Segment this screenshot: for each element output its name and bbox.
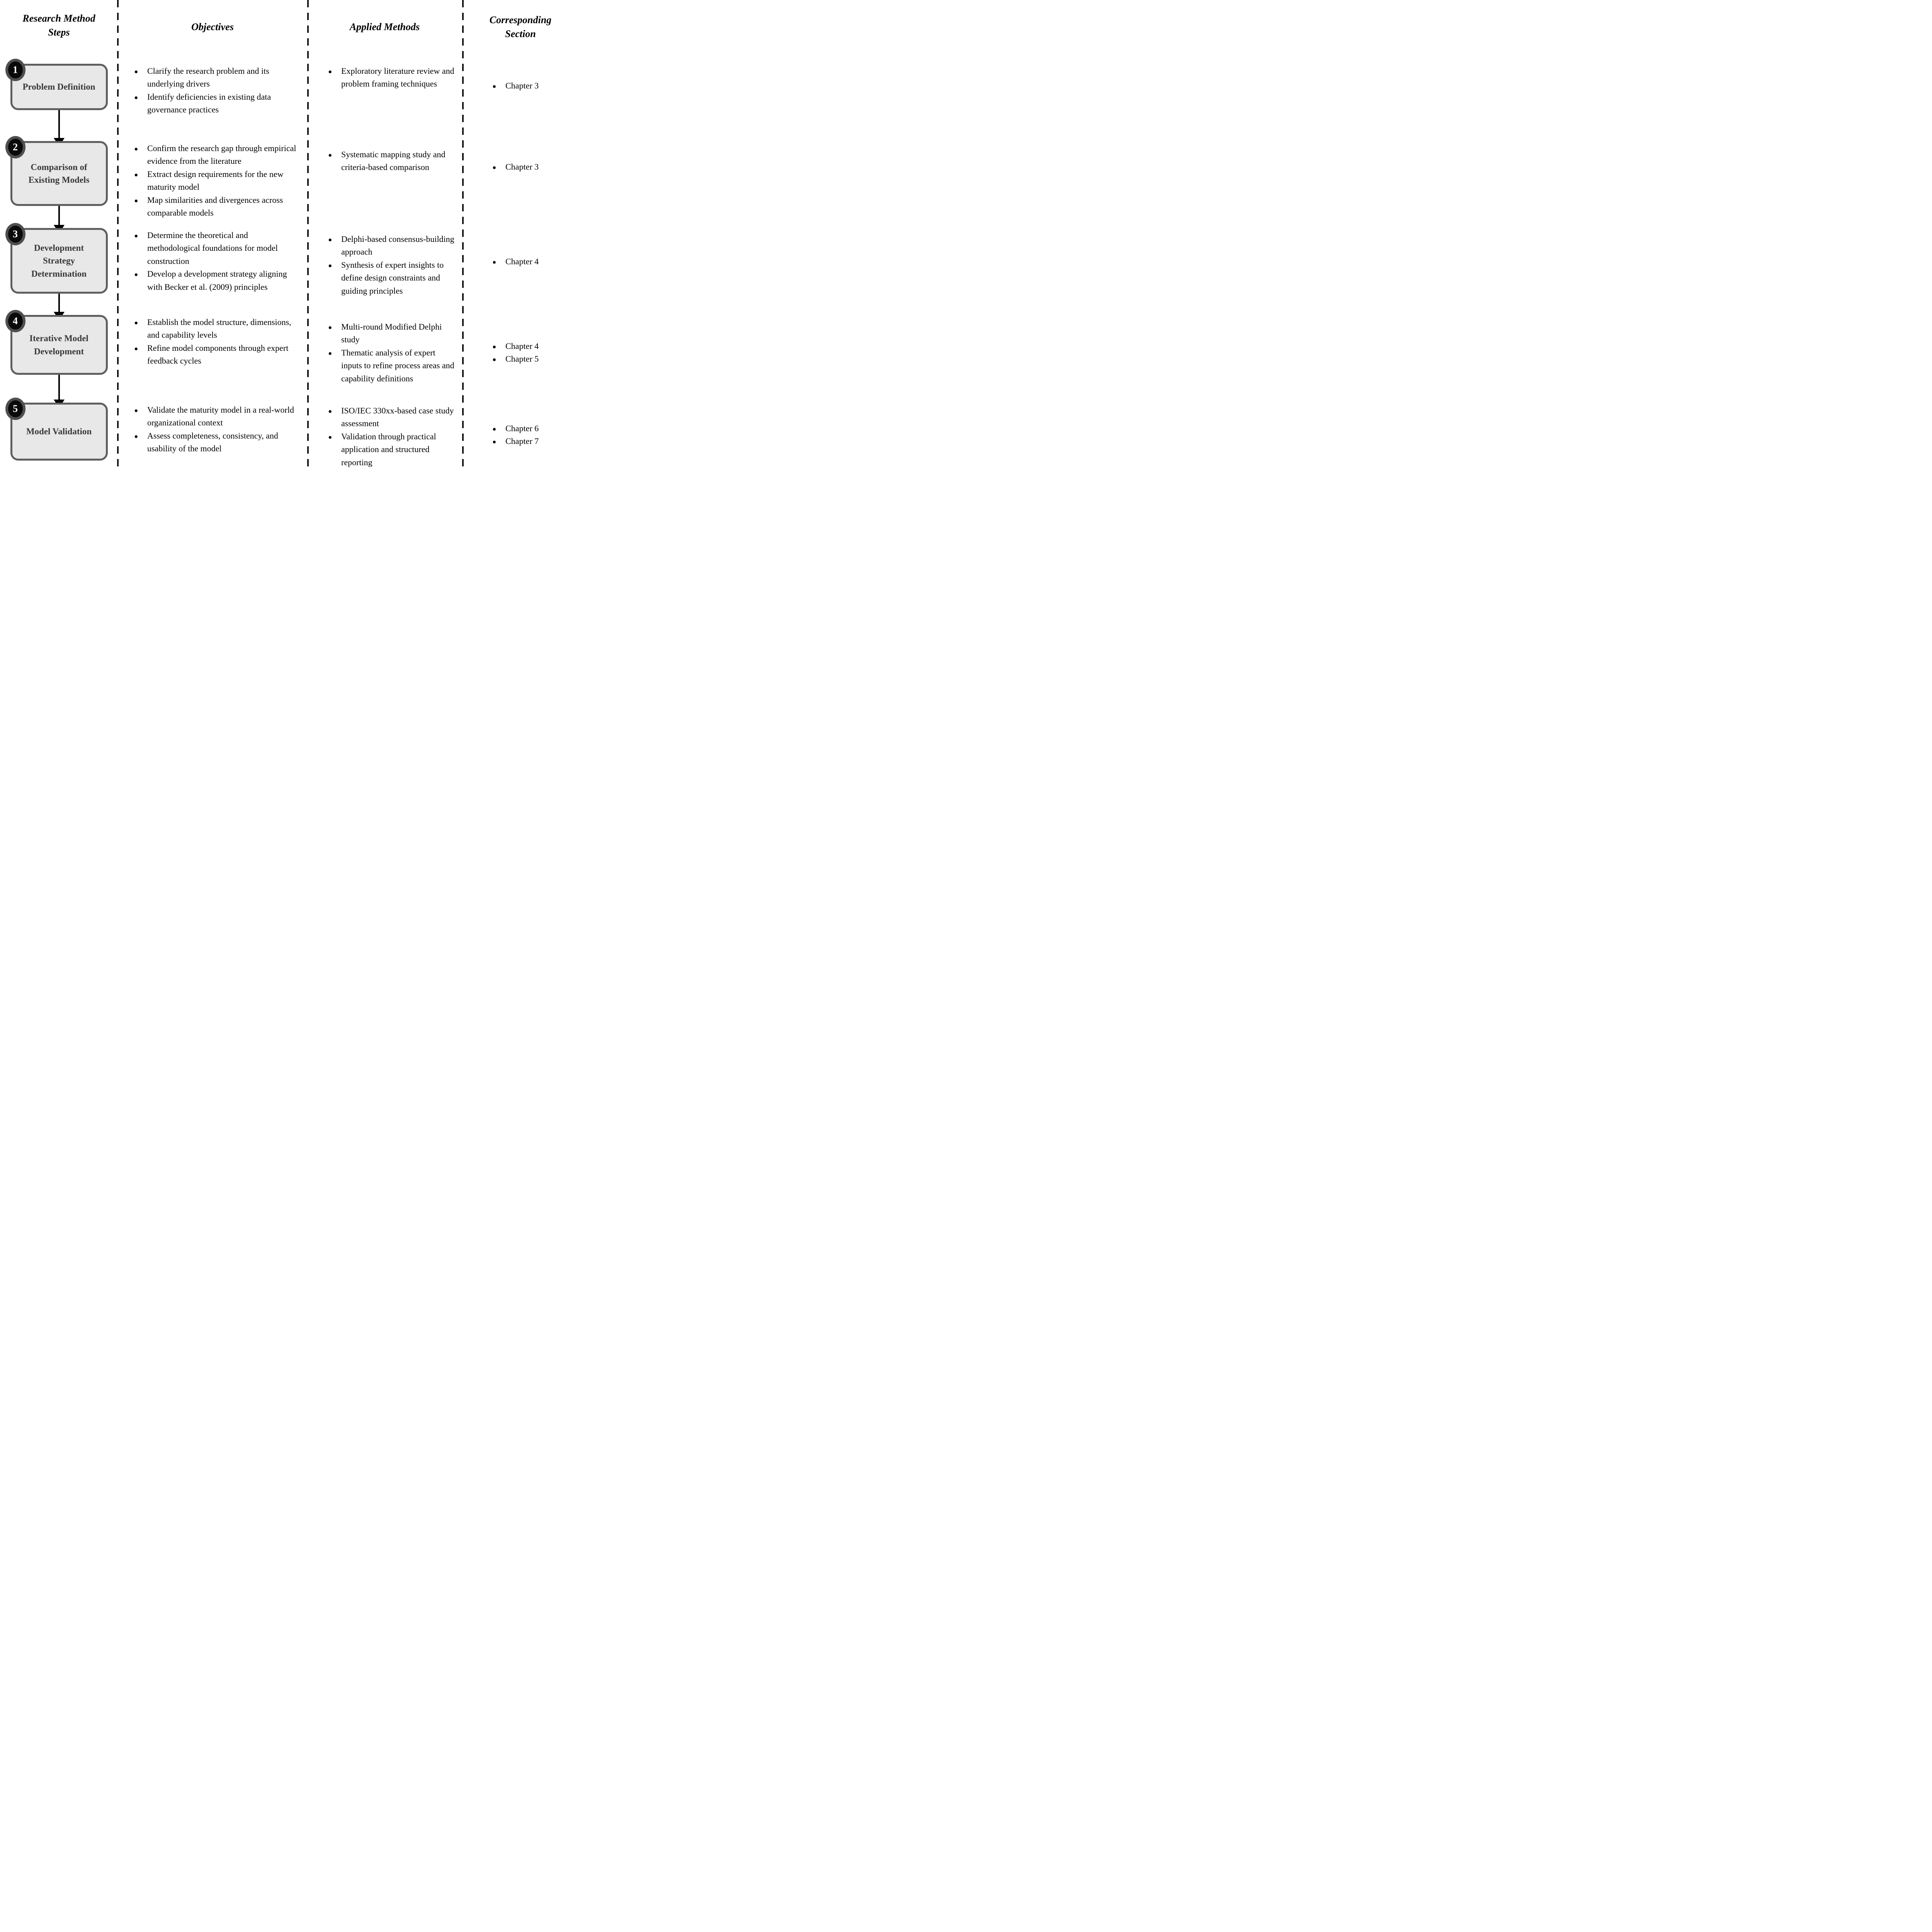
column-separator: [462, 0, 464, 468]
objectives-cell: Clarify the research problem and its und…: [118, 56, 307, 133]
flow-connector: [53, 110, 65, 146]
step-box-problem-definition: 1 Problem Definition: [5, 59, 108, 110]
methods-cell: Exploratory literature review and proble…: [307, 56, 462, 133]
sections-cell: Chapter 6Chapter 7: [462, 395, 579, 468]
objectives-cell: Confirm the research gap through empiric…: [118, 133, 307, 220]
method-item: Validation through practical application…: [327, 429, 455, 469]
header-objectives: Objectives: [191, 21, 234, 32]
methods-list: Systematic mapping study and criteria-ba…: [307, 133, 462, 174]
column-separator: [117, 0, 119, 468]
section-item: Chapter 3: [492, 78, 575, 96]
sections-cell: Chapter 3: [462, 133, 579, 220]
objective-item: Confirm the research gap through empiric…: [133, 141, 297, 168]
objective-item: Develop a development strategy aligning …: [133, 266, 297, 293]
objective-item: Assess completeness, consistency, and us…: [133, 428, 297, 455]
objectives-cell: Establish the model structure, dimension…: [118, 307, 307, 395]
objective-item: Identify deficiencies in existing data g…: [133, 89, 297, 116]
method-item: Multi-round Modified Delphi study: [327, 319, 455, 346]
flow-connector: [53, 294, 65, 320]
header-cell-steps: Research Method Steps: [0, 0, 118, 56]
method-item: Delphi-based consensus-building approach: [327, 231, 455, 259]
steps-cell: 1 Problem Definition: [0, 56, 118, 146]
objectives-list: Validate the maturity model in a real-wo…: [118, 395, 307, 455]
methods-list: Multi-round Modified Delphi studyThemati…: [307, 307, 462, 385]
step-number-badge: 5: [5, 398, 26, 420]
methods-cell: ISO/IEC 330xx-based case study assessmen…: [307, 395, 462, 468]
method-item: ISO/IEC 330xx-based case study assessmen…: [327, 403, 455, 430]
method-item: Systematic mapping study and criteria-ba…: [327, 147, 455, 174]
step-box-iterative-model-development: 4 Iterative Model Development: [5, 310, 108, 375]
objectives-list: Determine the theoretical and methodolog…: [118, 220, 307, 293]
sections-list: Chapter 4: [462, 220, 579, 272]
method-item: Synthesis of expert insights to define d…: [327, 257, 455, 297]
sections-list: Chapter 4Chapter 5: [462, 307, 579, 369]
objectives-list: Clarify the research problem and its und…: [118, 56, 307, 116]
header-cell-corresponding-section: Corresponding Section: [462, 0, 579, 56]
objective-item: Map similarities and divergences across …: [133, 192, 297, 219]
step-label: Iterative Model Development: [29, 333, 88, 356]
flow-connector: [53, 375, 65, 408]
objective-item: Extract design requirements for the new …: [133, 167, 297, 194]
methods-list: ISO/IEC 330xx-based case study assessmen…: [307, 395, 462, 469]
method-step-row-1: 1 Problem Definition Clarify the researc…: [0, 56, 579, 146]
step-box-development-strategy-determination: 3 Development Strategy Determination: [5, 223, 108, 294]
column-separator: [307, 0, 309, 468]
step-box-model-validation: 5 Model Validation: [5, 398, 108, 461]
sections-cell: Chapter 4Chapter 5: [462, 307, 579, 395]
step-number-badge: 4: [5, 310, 26, 332]
step-label: Development Strategy Determination: [31, 243, 87, 279]
method-step-row-3: 3 Development Strategy Determination Det…: [0, 220, 579, 320]
method-step-row-4: 4 Iterative Model Development Establish …: [0, 307, 579, 408]
steps-cell: 2 Comparison of Existing Models: [0, 133, 118, 233]
methods-cell: Delphi-based consensus-building approach…: [307, 220, 462, 307]
step-number-badge: 3: [5, 223, 26, 245]
objective-item: Refine model components through expert f…: [133, 340, 297, 367]
header-applied-methods: Applied Methods: [349, 21, 420, 32]
objective-item: Determine the theoretical and methodolog…: [133, 228, 297, 267]
methods-list: Delphi-based consensus-building approach…: [307, 220, 462, 297]
steps-cell: 4 Iterative Model Development: [0, 307, 118, 408]
objectives-list: Confirm the research gap through empiric…: [118, 133, 307, 219]
sections-list: Chapter 3: [462, 133, 579, 177]
section-item: Chapter 5: [492, 351, 575, 369]
step-number-badge: 1: [5, 59, 26, 81]
steps-cell: 5 Model Validation: [0, 395, 118, 468]
research-method-diagram: Research Method Steps Objectives Applied…: [0, 0, 579, 468]
section-item: Chapter 6: [492, 421, 575, 439]
header-corresponding-section: Corresponding Section: [489, 14, 552, 40]
objective-item: Clarify the research problem and its und…: [133, 63, 297, 90]
header-cell-applied-methods: Applied Methods: [307, 0, 462, 56]
steps-cell: 3 Development Strategy Determination: [0, 220, 118, 320]
header-steps: Research Method Steps: [22, 13, 95, 38]
objectives-list: Establish the model structure, dimension…: [118, 307, 307, 367]
header-cell-objectives: Objectives: [118, 0, 307, 56]
step-box-comparison-of-existing-models: 2 Comparison of Existing Models: [5, 136, 108, 206]
step-label: Problem Definition: [22, 82, 95, 92]
objective-item: Establish the model structure, dimension…: [133, 315, 297, 342]
section-item: Chapter 7: [492, 434, 575, 451]
sections-list: Chapter 6Chapter 7: [462, 395, 579, 452]
methods-cell: Systematic mapping study and criteria-ba…: [307, 133, 462, 220]
method-item: Thematic analysis of expert inputs to re…: [327, 345, 455, 385]
step-label: Model Validation: [26, 427, 92, 437]
method-step-row-2: 2 Comparison of Existing Models Confirm …: [0, 133, 579, 233]
section-item: Chapter 4: [492, 254, 575, 272]
flow-connector: [53, 206, 65, 233]
methods-cell: Multi-round Modified Delphi studyThemati…: [307, 307, 462, 395]
header-row: Research Method Steps Objectives Applied…: [0, 0, 579, 56]
section-item: Chapter 4: [492, 338, 575, 356]
objectives-cell: Validate the maturity model in a real-wo…: [118, 395, 307, 468]
method-item: Exploratory literature review and proble…: [327, 63, 455, 90]
objective-item: Validate the maturity model in a real-wo…: [133, 402, 297, 429]
sections-cell: Chapter 4: [462, 220, 579, 307]
methods-list: Exploratory literature review and proble…: [307, 56, 462, 90]
step-number-badge: 2: [5, 136, 26, 158]
objectives-cell: Determine the theoretical and methodolog…: [118, 220, 307, 307]
section-item: Chapter 3: [492, 159, 575, 177]
method-step-row-5: 5 Model Validation Validate the maturity…: [0, 395, 579, 468]
sections-cell: Chapter 3: [462, 56, 579, 133]
step-label: Comparison of Existing Models: [28, 162, 90, 185]
sections-list: Chapter 3: [462, 56, 579, 96]
